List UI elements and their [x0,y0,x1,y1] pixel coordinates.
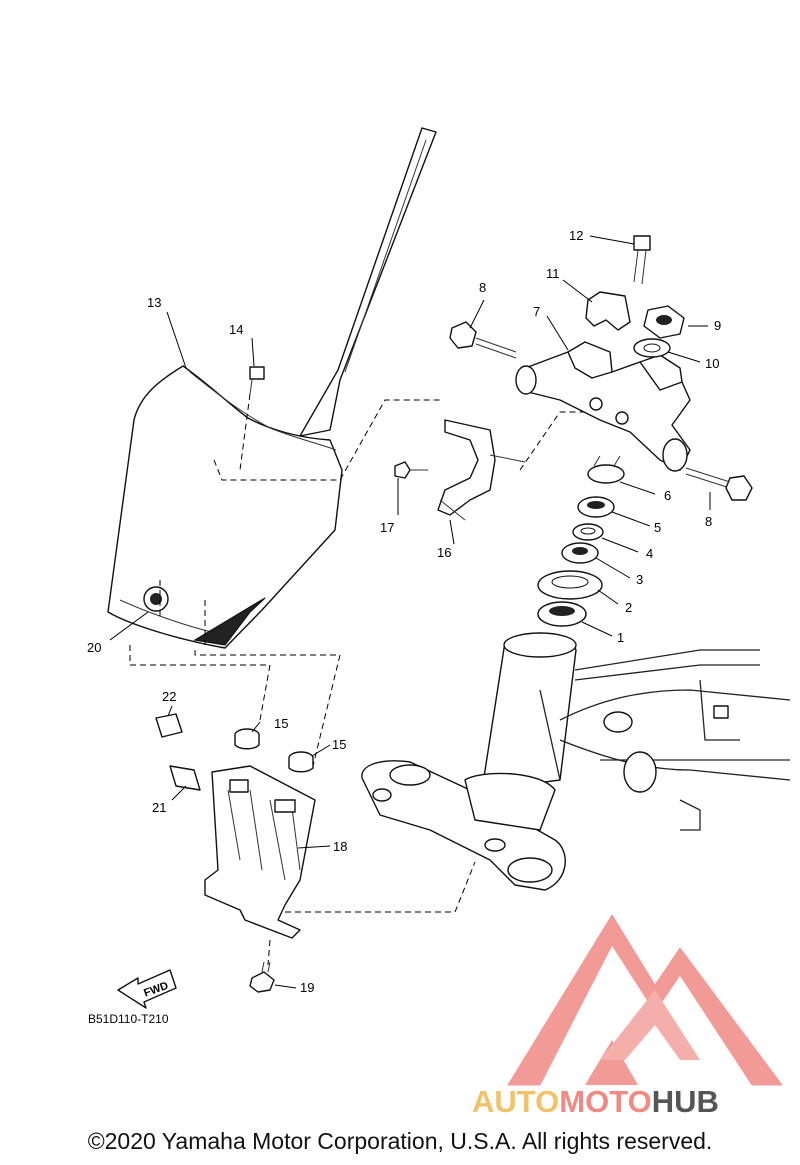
callout-1: 1 [617,630,624,645]
washer-10 [633,338,671,358]
callout-8a: 8 [479,280,486,295]
bolt-8-left [449,321,517,359]
callout-19: 19 [300,980,314,995]
watermark-part2: MOTO [559,1084,651,1119]
callout-22: 22 [162,689,176,704]
watermark-logo [507,914,783,1086]
bolt-12 [633,235,651,285]
callout-15a: 15 [274,716,288,731]
rubber-15b [288,751,314,773]
callout-17: 17 [380,520,394,535]
leader-lines [109,235,711,989]
diagram-code: B51D110-T210 [88,1012,169,1026]
callout-11: 11 [546,266,560,281]
bracket-16 [437,419,526,521]
callout-4: 4 [646,546,653,561]
callout-5: 5 [654,520,661,535]
callout-20: 20 [87,640,101,655]
callout-9: 9 [714,318,721,333]
copyright-notice: ©2020 Yamaha Motor Corporation, U.S.A. A… [87,1128,713,1154]
bolt-14 [239,366,265,471]
upper-bracket [515,341,691,472]
callout-18: 18 [333,839,347,854]
callout-3: 3 [636,572,643,587]
callout-8b: 8 [705,514,712,529]
pad-21 [169,765,201,791]
callout-13: 13 [147,295,161,310]
bolt-8-right [685,467,753,501]
bearing-stack [537,455,625,627]
fwd-arrow-icon: FWD [117,969,177,1009]
number-plate [107,127,437,649]
frame [481,632,791,831]
pad-22 [155,713,183,738]
handlebar-holder [585,291,631,331]
bolt-17 [394,461,428,479]
callout-14: 14 [229,322,243,337]
dashed-guides [129,399,620,966]
mount-bracket-18 [204,765,316,939]
nut-9 [643,305,685,339]
lower-bracket [361,760,566,891]
callouts: 12 11 8 7 9 10 13 14 6 5 4 3 2 1 8 17 16… [87,228,721,995]
callout-10: 10 [705,356,719,371]
watermark-part1: AUTO [472,1084,559,1119]
bolt-19 [249,961,275,993]
watermark-part3: HUB [652,1084,719,1119]
callout-16: 16 [437,545,451,560]
callout-21: 21 [152,800,166,815]
callout-2: 2 [625,600,632,615]
callout-12: 12 [569,228,583,243]
callout-15b: 15 [332,737,346,752]
watermark-text: AUTOMOTOHUB [472,1084,719,1119]
rubber-15a [234,728,260,750]
callout-7: 7 [533,304,540,319]
callout-6: 6 [664,488,671,503]
